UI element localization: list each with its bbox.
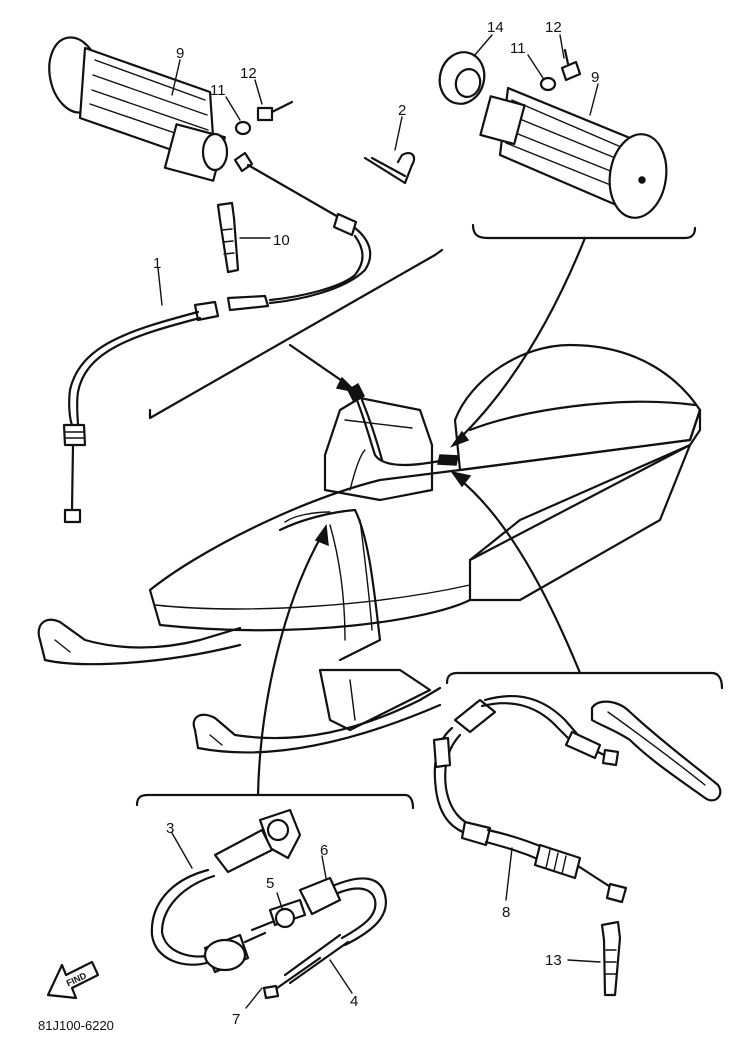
part-label-9-left: 9 [176,45,184,62]
choke-cable-3 [150,808,302,974]
brake-lever [590,700,722,802]
washer-left-11 [225,96,252,136]
cable-joint-6 [298,855,388,947]
throttle-cable-1 [62,151,372,524]
cable-tube-4 [283,933,353,994]
snowmobile-body [37,343,702,754]
clip-2 [363,116,416,185]
part-label-9-right: 9 [591,69,599,86]
bolt-right-12 [559,34,582,82]
bolt-left-12 [254,79,294,122]
part-label-14: 14 [487,19,504,36]
part-label-3: 3 [166,820,174,837]
part-labels: 9 11 12 2 10 1 14 11 12 9 3 6 5 4 7 8 13… [38,19,599,1033]
cable-end-7 [245,956,322,1009]
washer-right-11 [527,54,557,92]
grip-right-9 [438,34,668,219]
part-label-2: 2 [398,102,406,119]
part-label-7: 7 [232,1011,240,1028]
part-label-11-right: 11 [510,40,526,57]
part-label-8: 8 [502,904,510,921]
cable-tie-13 [567,920,622,997]
part-label-12-left: 12 [240,65,257,82]
plunger-5 [250,892,307,932]
brake-cable-8 [432,695,628,904]
cable-tie-10 [216,201,271,274]
grip-left-9 [48,36,229,182]
part-label-12-right: 12 [545,19,562,36]
part-label-11-left: 11 [210,82,226,99]
find-arrow-icon: FIND [46,960,100,1000]
drawing-code: 81J100-6220 [38,1018,114,1033]
part-label-1: 1 [153,255,161,272]
callout-lines [135,223,724,810]
part-label-4: 4 [350,993,358,1010]
part-label-10: 10 [273,232,290,249]
handlebar-cable-assembly [347,382,459,467]
part-label-5: 5 [266,875,274,892]
part-label-13: 13 [545,952,562,969]
part-label-6: 6 [320,842,328,859]
